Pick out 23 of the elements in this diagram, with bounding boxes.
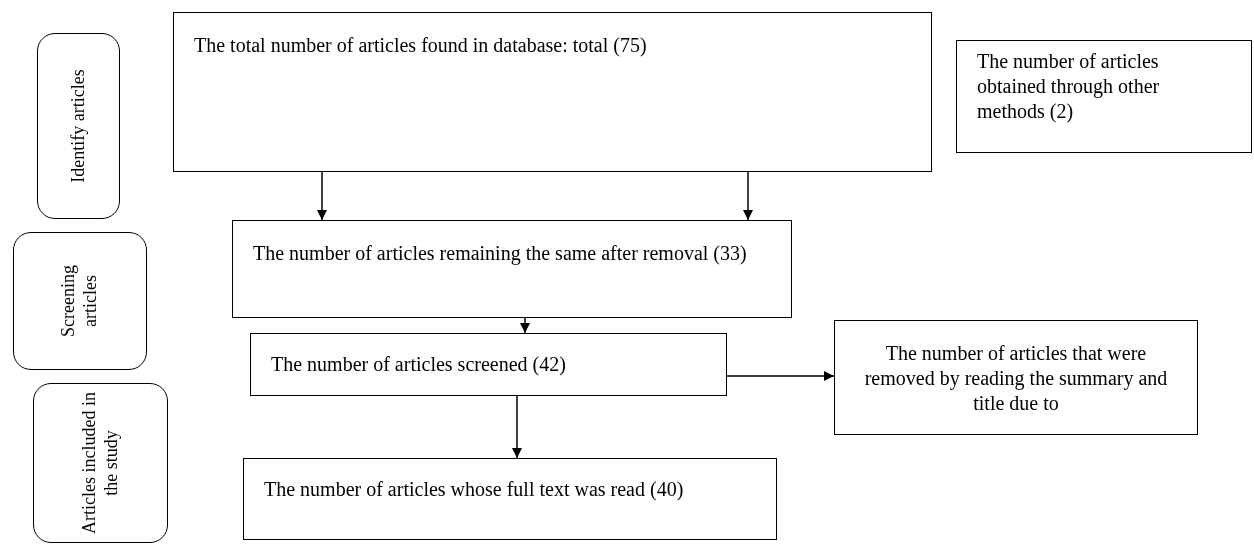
stage-label: Identify articles — [67, 68, 89, 185]
process-box — [232, 220, 792, 318]
box-text: The number of articles obtained through other methods (2) — [977, 49, 1161, 124]
arrow — [512, 395, 522, 459]
box-text: The number of articles that were removed by reading the summary and title due to — [863, 341, 1169, 416]
stage-label: Screening articles — [58, 264, 101, 339]
stage-label: Articles included in the study — [78, 391, 122, 536]
stage-box — [13, 232, 147, 370]
box-text: The number of articles screened (42) — [271, 352, 567, 377]
process-box — [956, 40, 1252, 153]
arrow — [520, 317, 530, 334]
stage-box — [33, 383, 168, 543]
box-text: The number of articles whose full text was read (40) — [264, 477, 685, 502]
process-box — [250, 333, 727, 396]
process-box — [173, 12, 932, 172]
arrow — [726, 371, 835, 381]
arrow — [743, 171, 753, 221]
process-box — [243, 458, 777, 540]
arrow — [317, 171, 327, 221]
box-text: The total number of articles found in database: total (75) — [194, 33, 648, 58]
process-box — [834, 320, 1198, 435]
box-text: The number of articles remaining the same after removal (33) — [253, 241, 748, 266]
stage-box — [37, 33, 120, 219]
